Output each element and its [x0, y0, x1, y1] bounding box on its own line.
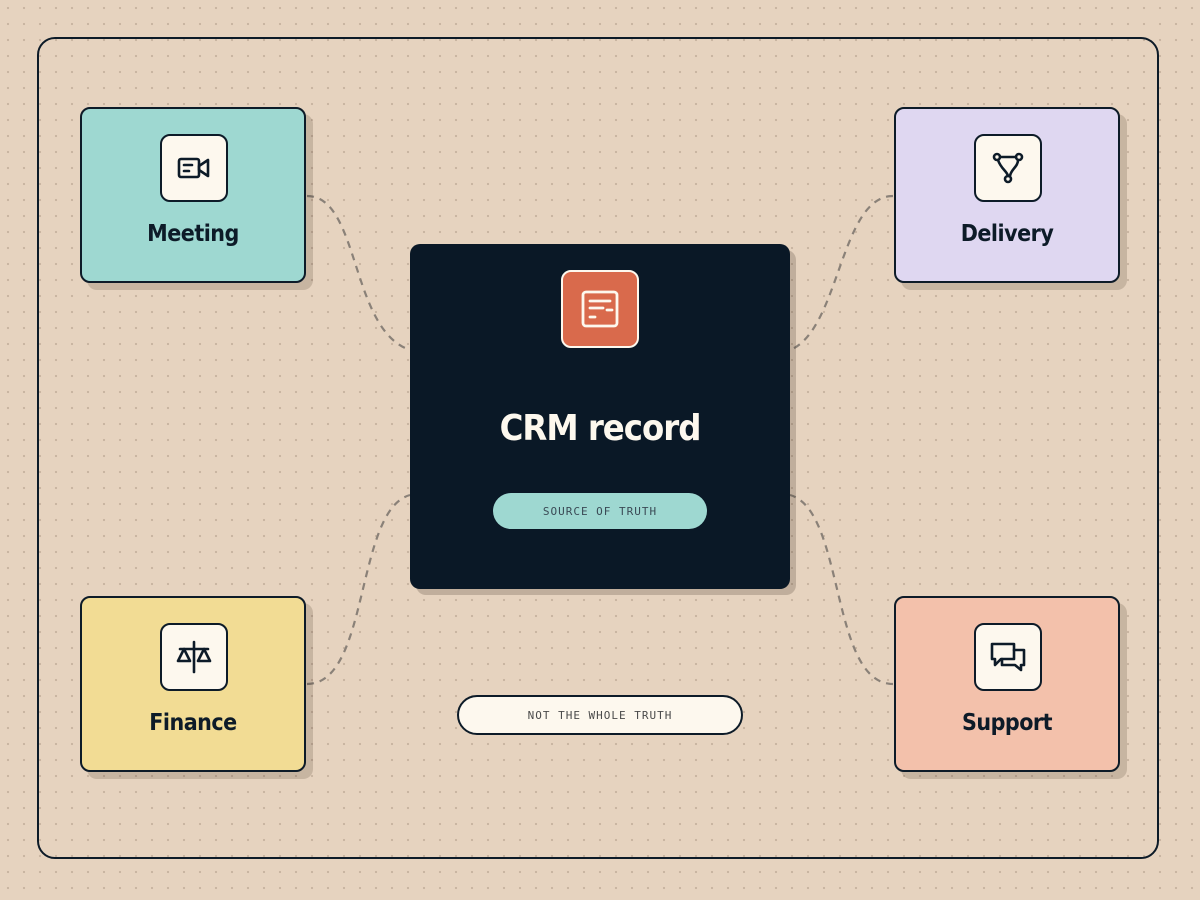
diagram-frame: [37, 37, 1159, 859]
source-of-truth-badge: SOURCE OF TRUTH: [493, 493, 707, 529]
chat-bubbles-icon: [974, 623, 1042, 691]
not-whole-truth-pill: NOT THE WHOLE TRUTH: [457, 695, 743, 735]
connector-finance: [306, 493, 411, 686]
route-icon: [974, 134, 1042, 202]
node-support[interactable]: Support: [894, 596, 1120, 772]
crm-record-title: CRM record: [499, 408, 702, 449]
crm-record-icon: [561, 270, 639, 348]
video-camera-icon: [160, 134, 228, 202]
connector-delivery: [789, 194, 894, 352]
connector-support: [789, 493, 894, 686]
node-delivery[interactable]: Delivery: [894, 107, 1120, 283]
node-label-support: Support: [961, 710, 1053, 736]
crm-record-card[interactable]: CRM record SOURCE OF TRUTH: [410, 244, 790, 589]
node-label-meeting: Meeting: [147, 221, 239, 247]
node-meeting[interactable]: Meeting: [80, 107, 306, 283]
connector-meeting: [306, 194, 411, 352]
scales-icon: [160, 623, 228, 691]
node-finance[interactable]: Finance: [80, 596, 306, 772]
node-label-finance: Finance: [149, 710, 237, 736]
node-label-delivery: Delivery: [960, 221, 1054, 247]
